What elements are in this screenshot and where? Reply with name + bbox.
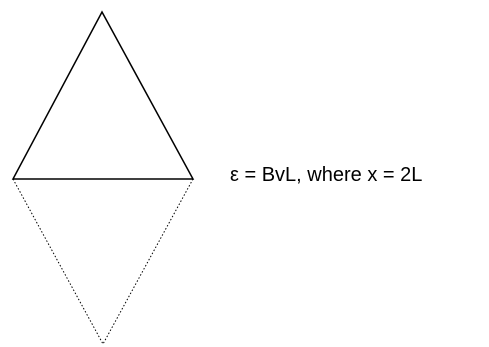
equation-label: ε = BvL, where x = 2L: [230, 164, 423, 186]
upper-solid-triangle: [11, 10, 195, 180]
lower-left-dotted-edge: [12, 178, 104, 345]
lower-right-dotted-edge: [102, 178, 194, 345]
